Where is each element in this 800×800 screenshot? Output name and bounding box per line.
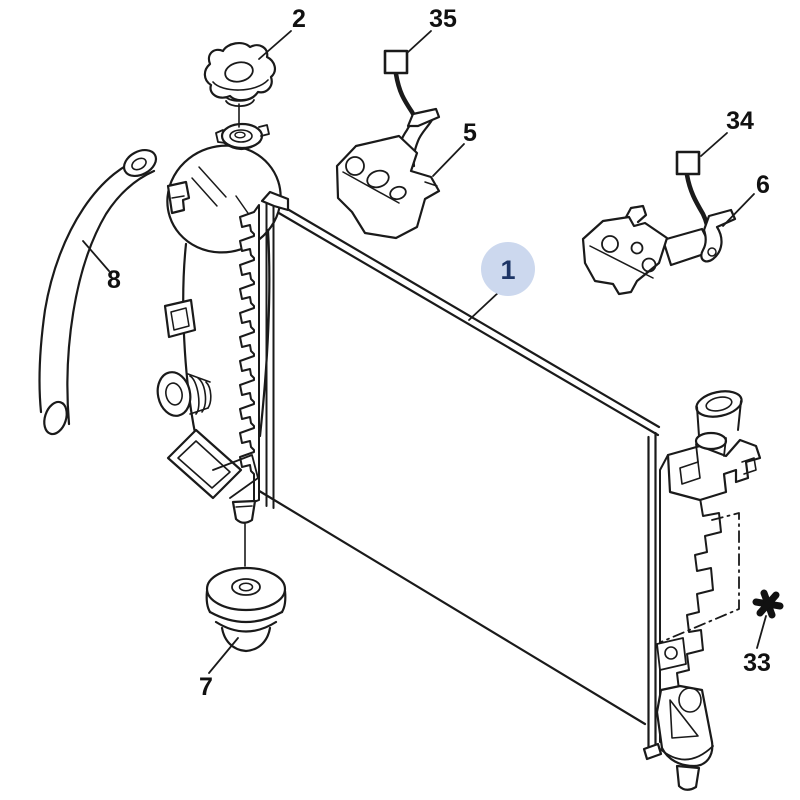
hose-illustration — [38, 148, 158, 436]
right-tank-illustration — [655, 390, 762, 791]
bracket-left-illustration — [335, 107, 441, 240]
tank-fittings-illustration — [156, 298, 259, 567]
clip-35-square-marker[interactable] — [383, 49, 409, 75]
highlight-circle-part-1[interactable] — [481, 242, 535, 296]
leader-lines — [82, 30, 767, 674]
clip-34-square-marker[interactable] — [675, 150, 701, 176]
callout-label-6[interactable]: 6 — [756, 171, 770, 199]
clip-34-cord — [684, 172, 710, 228]
fixing-asterisk-marker[interactable] — [752, 589, 784, 619]
callout-label-1[interactable]: 1 — [500, 255, 515, 285]
fixing-dash-dot-line — [660, 512, 740, 643]
rubber-mount-illustration — [205, 566, 287, 653]
bracket-right-illustration — [581, 204, 737, 296]
callout-label-7[interactable]: 7 — [199, 673, 213, 701]
callout-label-5[interactable]: 5 — [463, 119, 477, 147]
callout-label-35[interactable]: 35 — [429, 5, 457, 33]
callout-label-8[interactable]: 8 — [107, 266, 121, 294]
radiator-cap-illustration — [203, 41, 277, 151]
callout-label-34[interactable]: 34 — [726, 107, 754, 135]
callout-label-2[interactable]: 2 — [292, 5, 306, 33]
radiator-side-plate-left — [239, 190, 290, 509]
radiator-illustration — [254, 198, 663, 761]
callout-label-33[interactable]: 33 — [743, 649, 771, 677]
